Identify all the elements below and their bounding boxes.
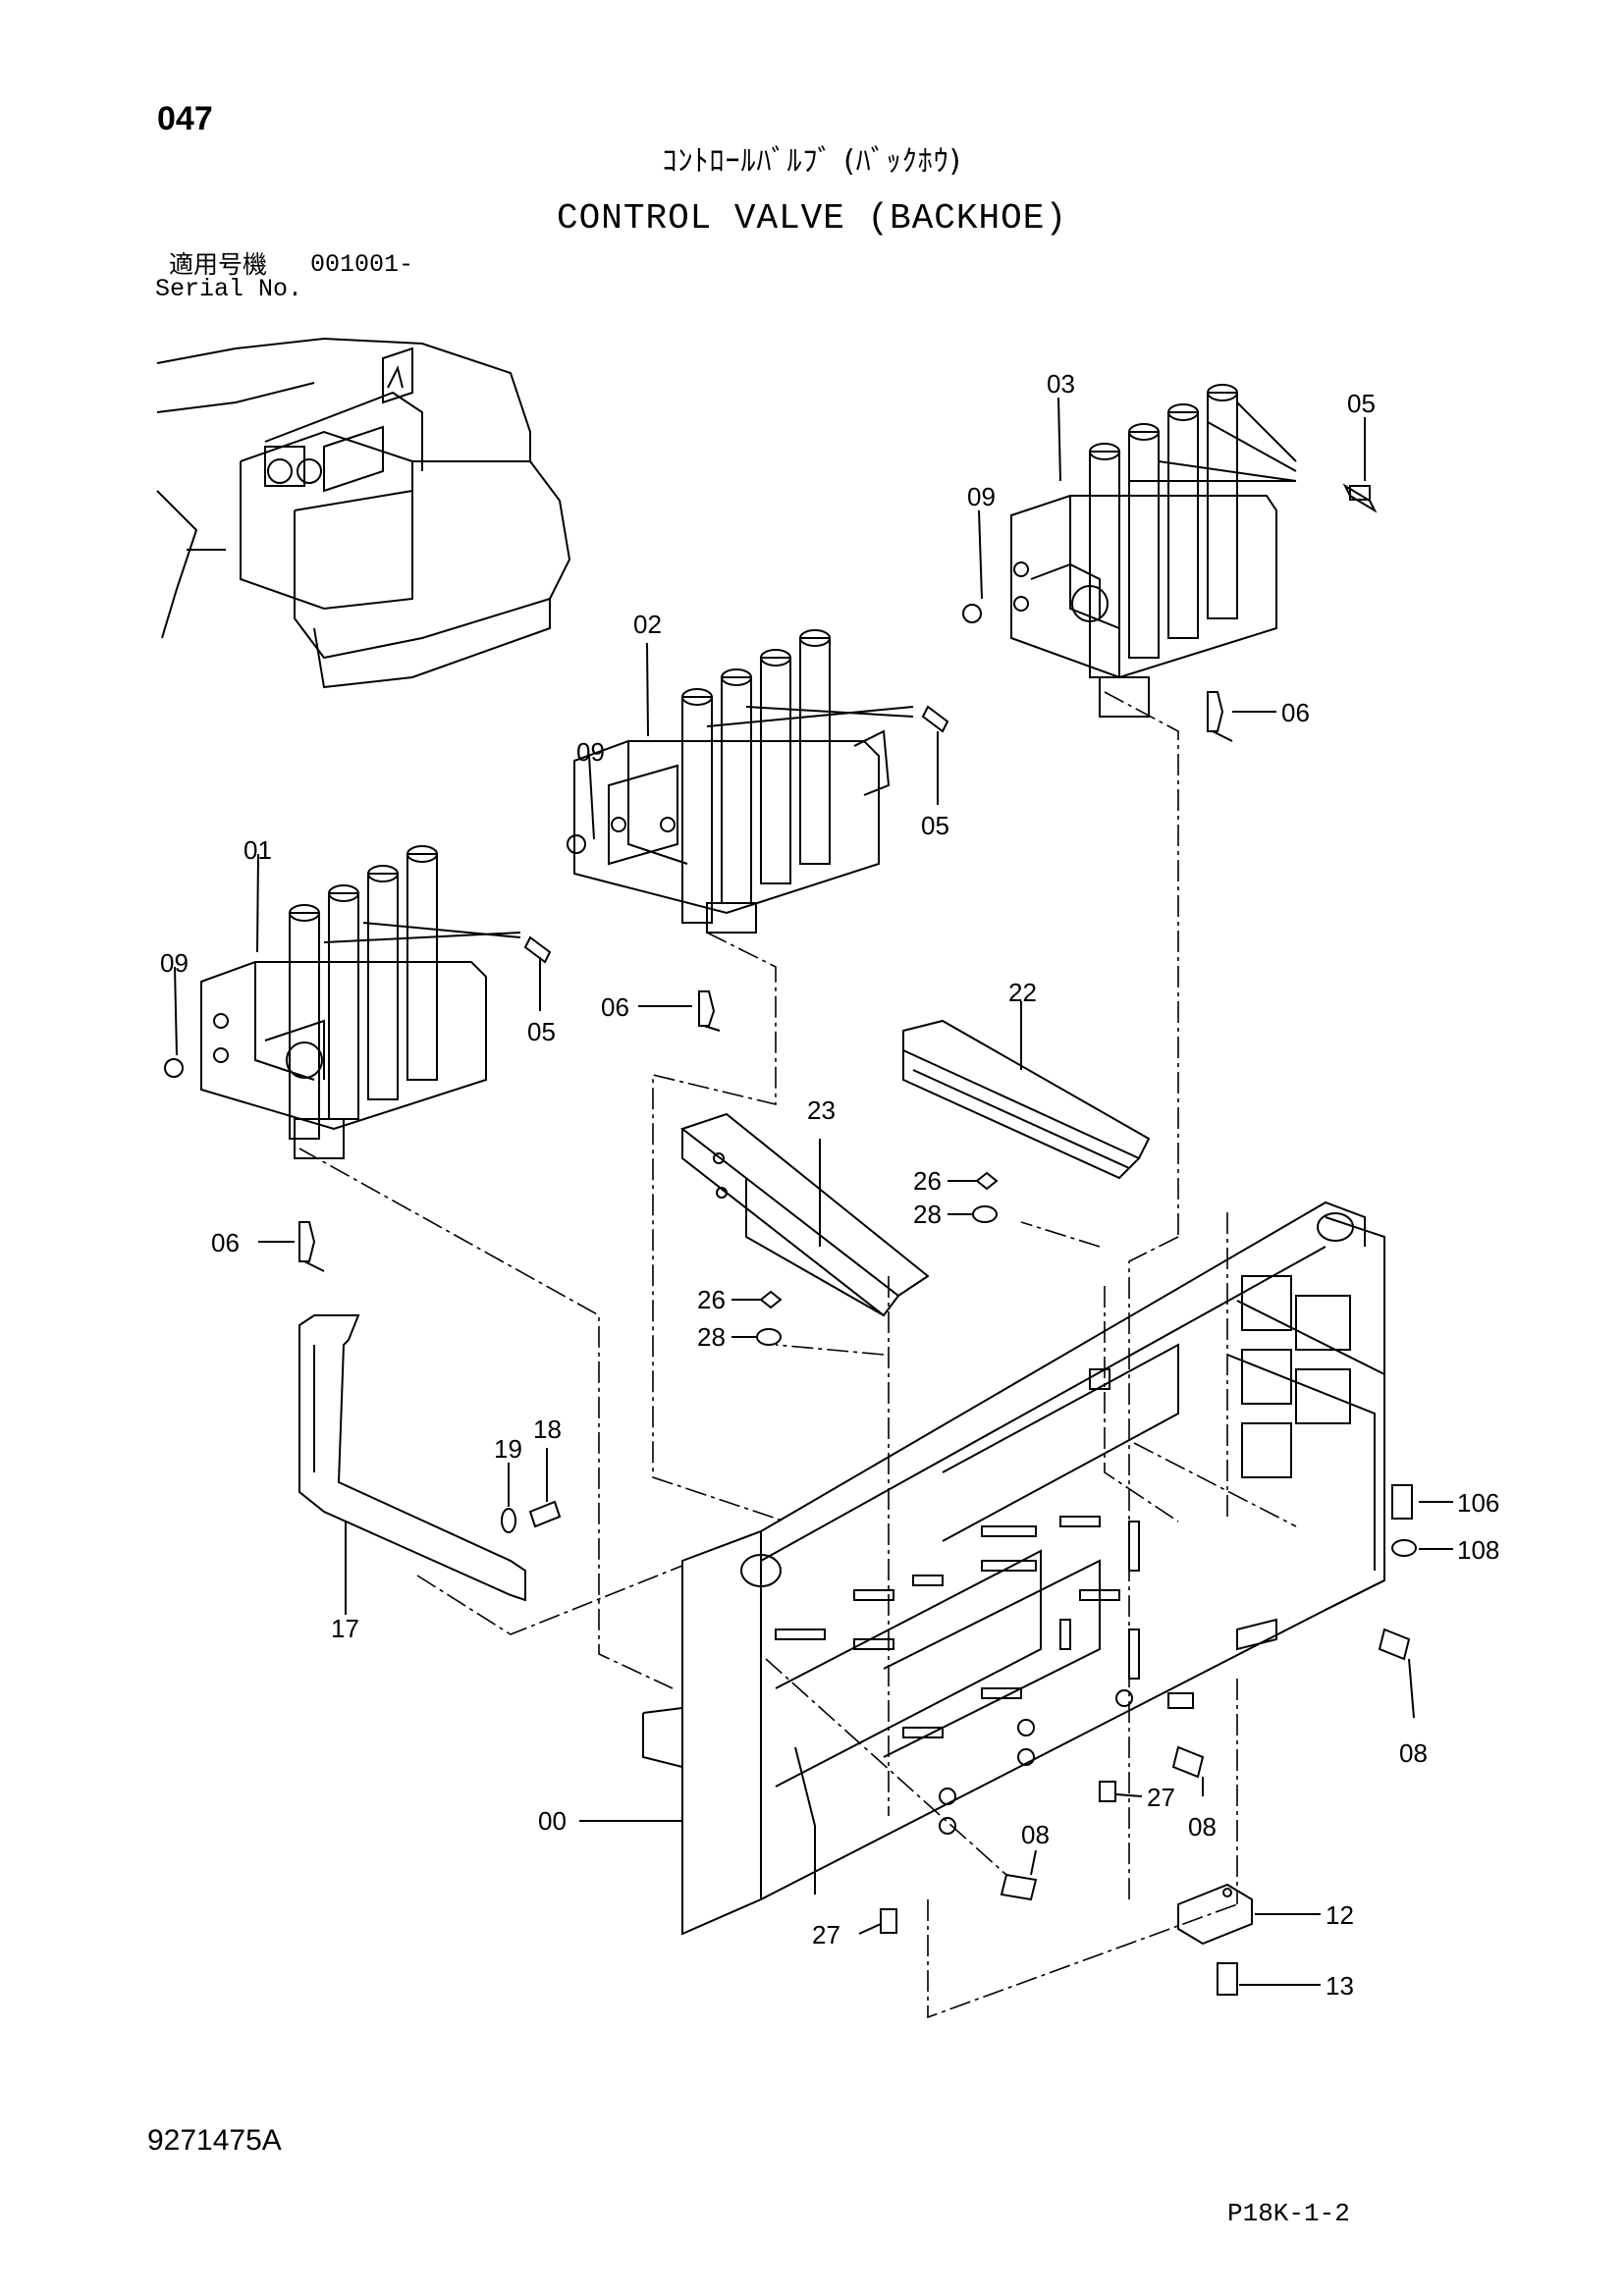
- callout-05-top-right: 05: [1347, 389, 1376, 418]
- callout-12: 12: [1326, 1900, 1354, 1930]
- callout-26-lower: 26: [697, 1285, 726, 1314]
- callout-13: 13: [1326, 1971, 1354, 2001]
- serial-label-english: Serial No.: [155, 275, 303, 303]
- callout-06-top-right: 06: [1281, 698, 1310, 727]
- callout-06-middle: 06: [601, 992, 629, 1022]
- nut-09-left: [164, 1058, 184, 1078]
- bolt-05-left: [523, 935, 552, 964]
- drawing-number: 9271475A: [147, 2124, 282, 2157]
- elbow-06-left: [298, 1221, 325, 1272]
- support-17: [298, 1314, 526, 1602]
- callout-06-left: 06: [211, 1228, 240, 1257]
- nut-26-lower: [759, 1290, 783, 1309]
- callout-27-lower: 27: [812, 1920, 840, 1949]
- bolt-27-lower: [880, 1908, 897, 1934]
- callout-02: 02: [633, 610, 662, 639]
- bolt-106: [1391, 1484, 1413, 1520]
- nut-09-middle: [567, 834, 586, 854]
- washer-28-upper: [972, 1205, 998, 1223]
- callout-03: 03: [1047, 369, 1075, 399]
- callout-05-middle: 05: [921, 811, 949, 840]
- callout-08-center: 08: [1188, 1812, 1217, 1842]
- callout-108: 108: [1457, 1535, 1499, 1565]
- callout-09-left: 09: [160, 948, 189, 978]
- page-number: 047: [157, 100, 213, 137]
- bracket-22: [902, 1019, 1151, 1180]
- nut-09-top-right: [962, 604, 982, 623]
- callout-26-upper: 26: [913, 1166, 942, 1196]
- callout-19: 19: [494, 1434, 522, 1464]
- callout-01: 01: [244, 835, 272, 865]
- valve-01: [200, 845, 521, 1159]
- callout-05-left: 05: [527, 1017, 556, 1046]
- title-japanese: ｺﾝﾄﾛｰﾙﾊﾞﾙﾌﾞ (ﾊﾞｯｸﾎｳ): [662, 144, 962, 179]
- title-english: CONTROL VALVE (BACKHOE): [557, 198, 1067, 239]
- elbow-06-middle: [698, 990, 721, 1032]
- clamp-12: [1177, 1883, 1253, 1946]
- callout-23: 23: [807, 1095, 836, 1125]
- bolt-27-center: [1099, 1781, 1116, 1802]
- valve-02: [573, 629, 914, 934]
- valve-03: [1010, 384, 1297, 718]
- callout-22: 22: [1008, 978, 1037, 1007]
- bolt-18: [528, 1500, 562, 1528]
- bolt-05-top-right: [1342, 483, 1378, 513]
- callout-106: 106: [1457, 1488, 1499, 1518]
- nut-26-upper: [975, 1171, 999, 1191]
- callout-08-lower: 08: [1021, 1820, 1050, 1849]
- washer-19: [501, 1508, 516, 1533]
- leader-lines: [174, 397, 1453, 1986]
- callout-00: 00: [538, 1806, 567, 1836]
- location-view: [156, 337, 571, 689]
- bolt-08-lower: [1000, 1873, 1038, 1901]
- bracket-23: [679, 1112, 930, 1317]
- bolt-13: [1217, 1962, 1238, 1996]
- callout-09-top-right: 09: [967, 482, 996, 511]
- callout-18: 18: [533, 1415, 562, 1444]
- callout-17: 17: [331, 1614, 359, 1643]
- bolt-08-center: [1171, 1745, 1205, 1779]
- assembly-lines: [298, 691, 1297, 2019]
- callout-28-upper: 28: [913, 1200, 942, 1229]
- callout-27-center: 27: [1147, 1783, 1175, 1812]
- washer-28-lower: [756, 1328, 782, 1346]
- callout-09-middle: 09: [576, 737, 605, 767]
- callout-08-right: 08: [1399, 1738, 1428, 1768]
- bolt-08-right: [1378, 1628, 1411, 1661]
- elbow-06-top-right: [1207, 691, 1233, 742]
- serial-value: 001001-: [310, 250, 414, 279]
- frame-00: [642, 1201, 1385, 1936]
- page-reference: P18K-1-2: [1227, 2199, 1350, 2228]
- washer-108: [1391, 1539, 1417, 1557]
- callout-28-lower: 28: [697, 1322, 726, 1352]
- serial-label-japanese: 適用号機: [169, 250, 268, 279]
- bolt-05-middle: [921, 705, 949, 733]
